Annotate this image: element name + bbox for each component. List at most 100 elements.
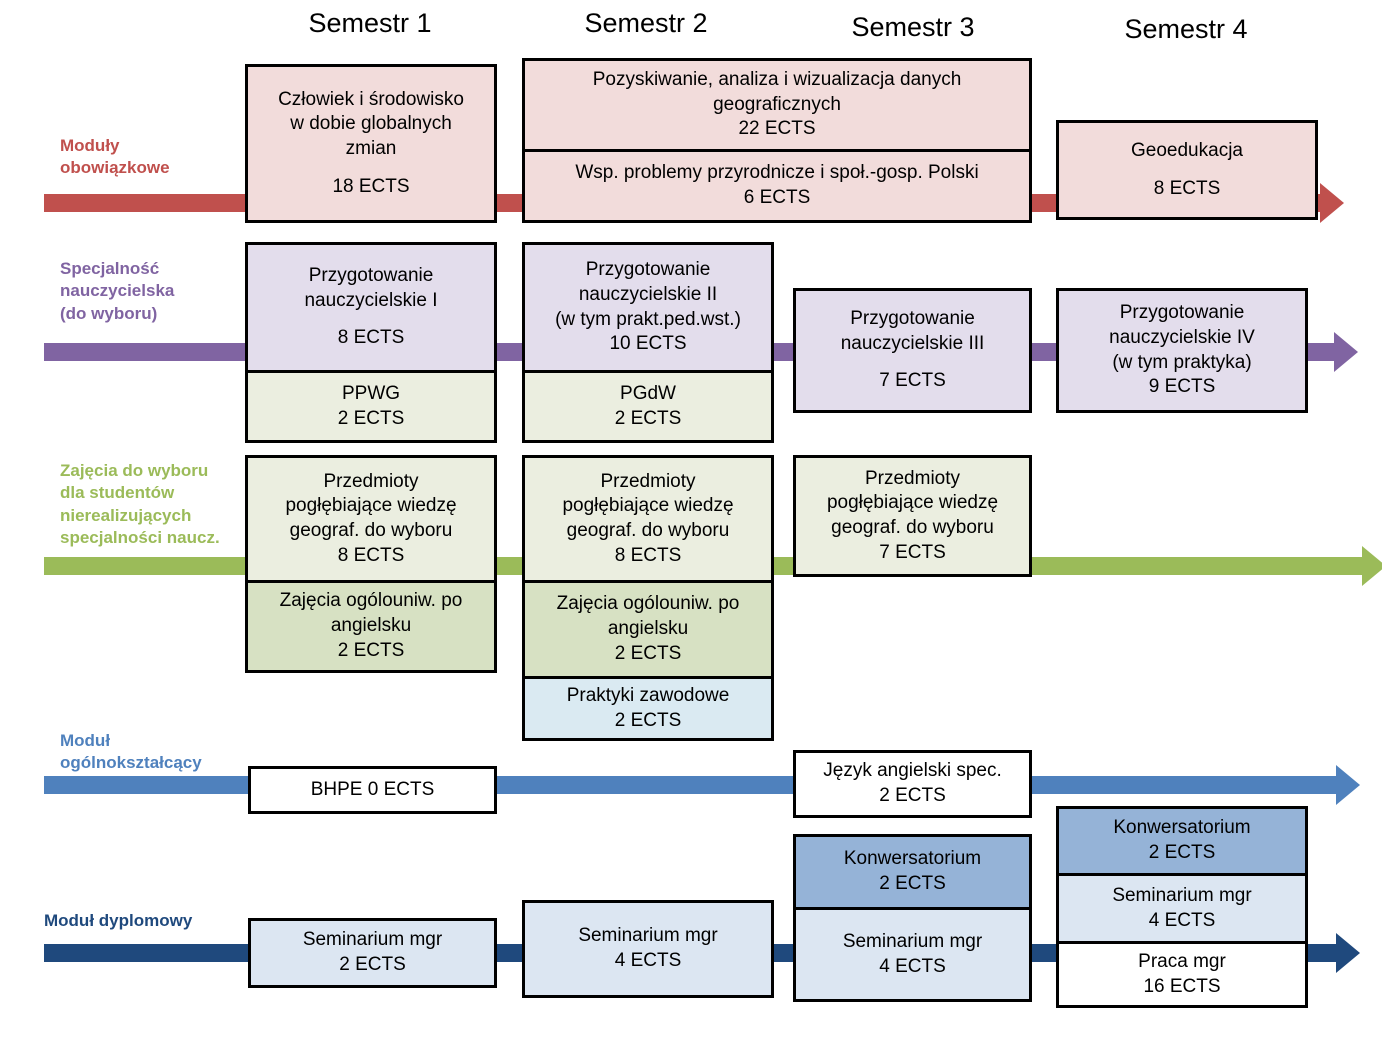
- box-jezyk-angielski-spec[interactable]: Język angielski spec. 2 ECTS: [793, 750, 1032, 818]
- course-text-line: (w tym prakt.ped.wst.): [555, 308, 741, 330]
- course-text-line: geograficznych: [713, 93, 841, 115]
- track-ogolnoksztalcacy: [44, 765, 1382, 805]
- course-text-line: pogłębiające wiedzę: [285, 495, 457, 517]
- track-arrowhead: [1362, 546, 1382, 586]
- course-text-line: 2 ECTS: [879, 873, 946, 894]
- course-text-line: 2 ECTS: [614, 407, 682, 429]
- course-text-line: 2 ECTS: [879, 785, 946, 806]
- course-cell[interactable]: Wsp. problemy przyrodnicze i społ.-gosp.…: [525, 149, 1029, 220]
- course-cell[interactable]: Język angielski spec. 2 ECTS: [796, 753, 1029, 815]
- course-text-line: 2 ECTS: [337, 639, 405, 661]
- row-label-ogolnoksztalcacy: Moduł ogólnokształcący: [60, 731, 202, 773]
- course-text-line: 10 ECTS: [609, 333, 687, 355]
- course-text-line: pogłębiające wiedzę: [826, 492, 999, 514]
- track-arrowhead: [1336, 933, 1360, 973]
- semester-header-1: Semestr 1: [308, 8, 432, 38]
- course-text-line: Język angielski spec.: [823, 760, 1002, 782]
- course-text-line: pogłębiające wiedzę: [562, 495, 734, 517]
- box-pozyskiwanie-danych[interactable]: Pozyskiwanie, analiza i wizualizacja dan…: [522, 58, 1032, 223]
- course-cell[interactable]: Przygotowanie nauczycielskie III 7 ECTS: [796, 291, 1029, 410]
- course-text-line: Praktyki zawodowe: [566, 684, 730, 706]
- course-text-line: Seminarium mgr: [1112, 884, 1252, 906]
- course-text-line: zmian: [345, 138, 397, 159]
- course-text-line: Przygotowanie: [850, 307, 975, 329]
- box-przygotowanie-nauczycielskie-iii[interactable]: Przygotowanie nauczycielskie III 7 ECTS: [793, 288, 1032, 413]
- course-cell[interactable]: Praktyki zawodowe 2 ECTS: [525, 676, 771, 738]
- row-label-specjalnosc: Specjalność nauczycielska (do wyboru): [60, 259, 175, 323]
- course-text-line: (w tym praktyka): [1112, 351, 1252, 373]
- track-arrowhead: [1334, 332, 1358, 372]
- box-przedmiaty-poglebiajace-2[interactable]: Przedmioty pogłębiające wiedzę geograf. do…: [522, 455, 774, 741]
- course-text-line: Przygotowanie: [585, 259, 711, 281]
- course-text-line: 18 ECTS: [332, 175, 410, 197]
- course-text-line: nauczycielskie I: [304, 289, 438, 311]
- track-arrowhead: [1336, 765, 1360, 805]
- course-text-line: 2 ECTS: [1148, 842, 1216, 863]
- course-cell[interactable]: PGdW 2 ECTS: [525, 370, 771, 440]
- course-text-line: angielsku: [330, 615, 412, 637]
- course-text-line: Seminarium mgr: [842, 930, 983, 952]
- course-text-line: 8 ECTS: [337, 544, 405, 566]
- semester-header-4: Semestr 4: [1124, 14, 1248, 44]
- course-cell[interactable]: Pozyskiwanie, analiza i wizualizacja dan…: [525, 61, 1029, 149]
- semester-header-2: Semestr 2: [584, 8, 708, 38]
- course-text-line: Człowiek i środowisko: [278, 88, 464, 110]
- course-text-line: Wsp. problemy przyrodnicze i społ.-gosp.…: [575, 162, 979, 184]
- course-text-line: 8 ECTS: [614, 544, 682, 566]
- course-text-line: 2 ECTS: [339, 954, 406, 975]
- course-text-line: BHPE 0 ECTS: [310, 778, 435, 800]
- course-text-line: Przedmioty: [864, 467, 961, 489]
- course-text-line: PGdW: [620, 382, 676, 404]
- row-label-dyplomowy: Moduł dyplomowy: [44, 911, 193, 930]
- course-text-line: geograf. do wyboru: [566, 520, 730, 541]
- course-text-line: Przygotowanie: [1119, 302, 1245, 324]
- course-text-line: geograf. do wyboru: [289, 520, 453, 541]
- course-text-line: 16 ECTS: [1143, 975, 1221, 997]
- course-text-line: 2 ECTS: [614, 709, 682, 731]
- course-cell[interactable]: Praca mgr 16 ECTS: [1059, 941, 1305, 1005]
- course-text-line: nauczycielskie IV: [1109, 326, 1255, 348]
- track-bar: [44, 776, 1336, 794]
- box-bhpe[interactable]: BHPE 0 ECTS: [248, 766, 497, 814]
- course-text-line: nauczycielskie III: [840, 332, 985, 354]
- course-text-line: 4 ECTS: [879, 955, 946, 977]
- course-text-line: Przedmioty: [600, 470, 696, 492]
- course-text-line: 7 ECTS: [879, 370, 946, 392]
- course-text-line: 8 ECTS: [1153, 177, 1221, 199]
- course-text-line: Zajęcia ogólouniw. po: [279, 590, 463, 612]
- course-cell[interactable]: Seminarium mgr 4 ECTS: [796, 907, 1029, 999]
- course-text-line: nauczycielskie II: [578, 283, 718, 305]
- course-text-line: Praca mgr: [1138, 950, 1226, 972]
- course-cell[interactable]: Przedmioty pogłębiające wiedzę geograf. do…: [525, 458, 771, 580]
- row-label-wyboru: Zajęcia do wyboru dla studentów niereali…: [60, 461, 220, 548]
- course-text-line: 4 ECTS: [614, 950, 682, 971]
- course-cell[interactable]: BHPE 0 ECTS: [251, 769, 494, 811]
